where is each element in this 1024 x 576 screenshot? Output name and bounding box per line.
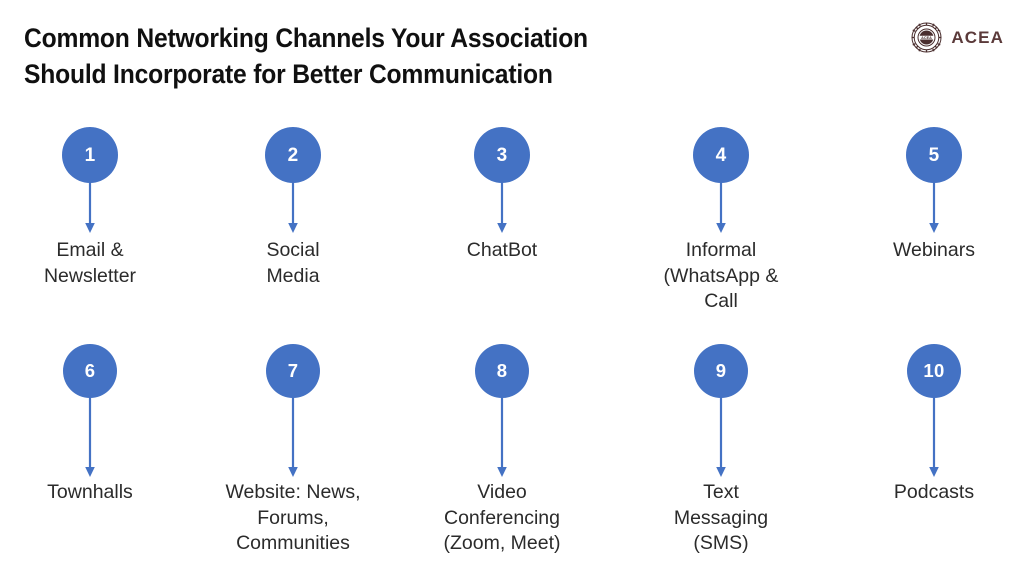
acea-seal-icon: ACEA [911,22,942,53]
channel-label-line: Video [477,481,527,503]
brand-logo: ACEA ACEA [911,22,1004,53]
channel-number-badge: 2 [265,127,321,183]
channel-number-badge: 10 [907,344,961,398]
down-arrow-icon [288,397,298,477]
page-title: Common Networking Channels Your Associat… [24,20,656,92]
channel-number-badge: 6 [63,344,117,398]
channel-number-badge: 3 [474,127,530,183]
channel-label-line: (Zoom, Meet) [443,532,561,554]
channel-label-line: (SMS) [693,532,749,554]
down-arrow-icon [497,397,507,477]
channel-label-line: Messaging [673,506,769,529]
channel-number-badge: 9 [694,344,748,398]
svg-text:ACEA: ACEA [922,36,933,40]
channel-item-8[interactable]: 8 Video Conferencing (Zoom, Meet) [412,344,592,557]
page-title-line-1: Common Networking Channels Your Associat… [24,23,588,53]
channel-label-line: Media [266,264,320,287]
channel-label: Social Media [198,238,388,289]
down-arrow-icon [716,182,726,233]
channel-row-1: 1 Email & Newsletter 2 Social Media 3 [0,127,1024,315]
channel-label-line: Forums, [257,506,329,529]
channel-label: Webinars [839,238,1024,264]
channel-label: Text Messaging (SMS) [626,480,816,557]
channel-label: Email & Newsletter [0,238,185,289]
channel-item-2[interactable]: 2 Social Media [203,127,383,315]
channel-label-line: Website: News, [225,481,361,503]
channel-label: Informal (WhatsApp & Call [626,238,816,315]
channel-label-line: (WhatsApp & [663,264,779,287]
channel-label: ChatBot [407,238,597,264]
channel-label-line: Communities [236,532,350,554]
channel-item-9[interactable]: 9 Text Messaging (SMS) [631,344,811,557]
down-arrow-icon [85,182,95,233]
down-arrow-icon [288,182,298,233]
channel-label: Video Conferencing (Zoom, Meet) [407,480,597,557]
channel-row-2: 6 Townhalls 7 Website: News, Forums, Com… [0,344,1024,557]
channel-label-line: Social [266,239,320,261]
channel-item-4[interactable]: 4 Informal (WhatsApp & Call [631,127,811,315]
brand-name-label: ACEA [951,27,1004,47]
channel-item-7[interactable]: 7 Website: News, Forums, Communities [203,344,383,557]
channel-label-line: Newsletter [43,264,137,287]
down-arrow-icon [85,397,95,477]
down-arrow-icon [716,397,726,477]
channel-number-badge: 7 [266,344,320,398]
channel-label-line: Conferencing [444,506,560,529]
channel-label: Podcasts [839,480,1024,506]
channel-label-line: ChatBot [466,239,538,261]
channel-item-3[interactable]: 3 ChatBot [412,127,592,315]
channel-label-line: Townhalls [47,481,133,503]
down-arrow-icon [929,182,939,233]
channel-number-badge: 4 [693,127,749,183]
down-arrow-icon [929,397,939,477]
channel-item-6[interactable]: 6 Townhalls [0,344,180,557]
channel-number-badge: 8 [475,344,529,398]
channel-label: Website: News, Forums, Communities [198,480,388,557]
channel-label-line: Webinars [892,239,975,261]
channel-label: Townhalls [0,480,185,506]
channel-label-line: Call [704,290,738,312]
channel-item-1[interactable]: 1 Email & Newsletter [0,127,180,315]
channel-label-line: Podcasts [893,481,975,503]
page-title-line-2: Should Incorporate for Better Communicat… [24,59,553,89]
channel-number-badge: 1 [62,127,118,183]
down-arrow-icon [497,182,507,233]
channel-label-line: Email & [56,239,124,261]
channel-item-10[interactable]: 10 Podcasts [844,344,1024,557]
channel-label-line: Text [703,481,739,503]
channel-number-badge: 5 [906,127,962,183]
channel-label-line: Informal [685,239,757,261]
channel-item-5[interactable]: 5 Webinars [844,127,1024,315]
